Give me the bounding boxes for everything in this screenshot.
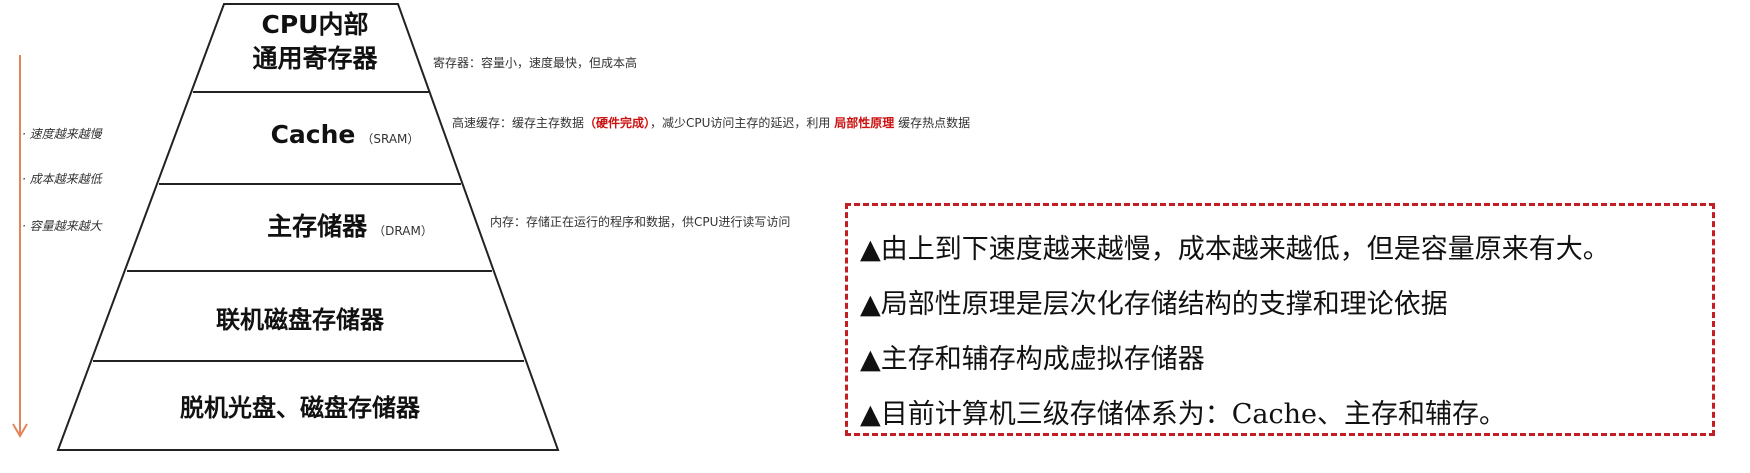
register-note: 寄存器：容量小，速度最快，但成本高 (433, 56, 638, 70)
cache-note-part: 高速缓存：缓存主存数据 (452, 116, 585, 130)
cache-note-part: ，减少CPU访问主存的延迟，利用 (650, 116, 831, 130)
level-offline-storage: 脱机光盘、磁盘存储器 (180, 394, 420, 422)
level-cache: Cache （SRAM） (230, 120, 460, 149)
level-cache-sub: （SRAM） (361, 132, 420, 146)
cache-note-part: 缓存热点数据 (898, 116, 971, 130)
level-main-memory: 主存储器 （DRAM） (200, 207, 500, 243)
summary-box: ▲由上到下速度越来越慢，成本越来越低，但是容量原来有大。 ▲局部性原理是层次化存… (845, 203, 1715, 436)
summary-line: ▲局部性原理是层次化存储结构的支撑和理论依据 (860, 289, 1448, 320)
summary-line: ▲主存和辅存构成虚拟存储器 (860, 344, 1205, 375)
cache-note-highlight: （硬件完成） (584, 116, 651, 130)
summary-line: ▲由上到下速度越来越慢，成本越来越低，但是容量原来有大。 (860, 234, 1610, 265)
level-registers-line1: CPU内部 (261, 10, 369, 39)
down-arrow-head (12, 423, 28, 438)
level-registers-line2: 通用寄存器 (252, 44, 378, 73)
level-online-disk: 联机磁盘存储器 (216, 306, 384, 334)
level-registers: CPU内部 通用寄存器 (215, 8, 415, 76)
level-main-memory-sub: （DRAM） (373, 224, 433, 238)
side-note-speed: · 速度越来越慢 (22, 127, 102, 141)
cache-note: 高速缓存：缓存主存数据（硬件完成），减少CPU访问主存的延迟，利用 局部性原理 … (452, 114, 970, 131)
level-main-memory-label: 主存储器 (267, 212, 368, 241)
level-cache-label: Cache (270, 120, 356, 149)
summary-line: ▲目前计算机三级存储体系为：Cache、主存和辅存。 (860, 399, 1507, 430)
memory-note: 内存：存储正在运行的程序和数据，供CPU进行读写访问 (490, 215, 791, 229)
pyramid-outline (56, 3, 560, 451)
side-note-cost: · 成本越来越低 (22, 172, 102, 186)
side-note-capacity: · 容量越来越大 (22, 219, 102, 233)
cache-note-highlight: 局部性原理 (834, 116, 895, 130)
